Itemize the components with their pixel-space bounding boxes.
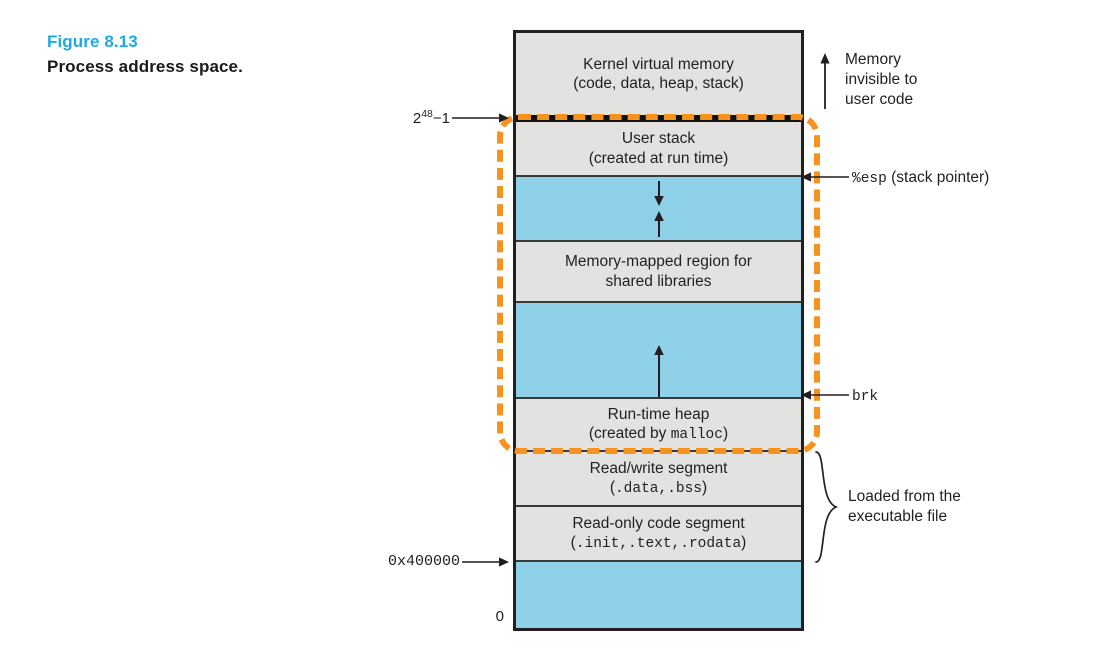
memory-block-ro-segment-line2: (.init,.text,.rodata) <box>571 533 747 553</box>
kernel-invisible-note-line3: user code <box>845 91 914 109</box>
memory-block-heap-line1: Run-time heap <box>607 405 710 423</box>
memory-block-kernel: Kernel virtual memory (code, data, heap,… <box>516 33 801 115</box>
loaded-from-executable-line2: executable file <box>848 508 948 526</box>
address-label-load: 0x400000 <box>300 552 510 570</box>
address-label-load-text: 0x400000 <box>387 553 460 570</box>
memory-block-user-stack-line2: (created at run time) <box>588 149 729 167</box>
memory-block-heap-gap <box>516 303 801 399</box>
memory-block-ro-line2-pre: ( <box>570 534 576 552</box>
esp-pointer-arrow <box>801 172 849 182</box>
memory-block-kernel-line2: (code, data, heap, stack) <box>573 75 744 92</box>
memory-block-mmap: Memory-mapped region for shared librarie… <box>516 242 801 303</box>
memory-block-user-stack: User stack (created at run time) <box>516 122 801 177</box>
memory-block-rw-segment-line1: Read/write segment <box>589 459 728 477</box>
memory-block-heap-line2-pre: (created by <box>588 425 671 443</box>
esp-pointer-description: (stack pointer) <box>891 169 990 186</box>
address-label-load-arrow <box>462 557 509 567</box>
process-address-space-diagram: Kernel virtual memory (code, data, heap,… <box>513 30 804 631</box>
esp-pointer-label: %esp (stack pointer) <box>852 168 989 189</box>
memory-block-ro-segment-line1: Read-only code segment <box>572 514 745 532</box>
memory-block-low-memory <box>516 562 801 628</box>
figure-number: Figure 8.13 <box>47 32 138 51</box>
memory-block-user-stack-line1: User stack <box>621 130 696 148</box>
address-label-top: 248−1 <box>335 108 510 127</box>
brk-pointer-arrow <box>801 390 849 400</box>
memory-block-ro-line2-mono: .init,.text,.rodata <box>575 536 742 553</box>
heap-grows-up-arrow <box>653 345 664 397</box>
figure-caption: Figure 8.13 Process address space. <box>47 30 407 79</box>
kernel-note-up-arrow <box>820 53 830 109</box>
kernel-invisible-note-line2: invisible to <box>845 71 918 89</box>
memory-block-mmap-line1: Memory-mapped region for <box>565 253 752 271</box>
memory-block-heap-line2: (created by malloc) <box>589 424 728 444</box>
brk-pointer-label: brk <box>852 386 878 407</box>
memory-block-rw-segment-line2: (.data,.bss) <box>610 478 707 498</box>
figure-title: Process address space. <box>47 56 243 76</box>
address-label-zero-text: 0 <box>495 608 504 625</box>
kernel-invisible-note: Memory invisible to user code <box>845 50 917 110</box>
address-label-top-arrow <box>452 113 509 123</box>
stack-grows-down-arrow <box>653 181 664 206</box>
brk-pointer-name: brk <box>852 389 879 405</box>
memory-block-rw-line2-pre: ( <box>609 479 615 497</box>
kernel-invisible-note-line1: Memory <box>845 51 901 68</box>
esp-pointer-register: %esp <box>852 171 887 187</box>
address-label-zero: 0 <box>460 608 504 625</box>
memory-block-kernel-line1: Kernel virtual memory <box>583 55 734 73</box>
loaded-from-executable-label: Loaded from the executable file <box>848 487 961 527</box>
memory-block-ro-segment: Read-only code segment (.init,.text,.rod… <box>516 507 801 562</box>
loaded-from-executable-line1: Loaded from the <box>848 488 961 505</box>
memory-block-rw-line2-post: ) <box>702 479 708 497</box>
memory-block-heap-line2-mono: malloc <box>670 427 723 444</box>
kernel-boundary-bar <box>516 115 801 122</box>
stack-gap-grows-up-arrow <box>653 211 664 237</box>
memory-block-heap-line2-post: ) <box>722 425 729 443</box>
memory-block-heap: Run-time heap (created by malloc) <box>516 399 801 452</box>
loaded-from-executable-brace <box>815 451 839 563</box>
address-label-top-text: 248−1 <box>412 108 450 127</box>
memory-block-ro-line2-post: ) <box>741 534 747 552</box>
memory-block-stack-gap <box>516 177 801 242</box>
memory-block-rw-segment: Read/write segment (.data,.bss) <box>516 452 801 507</box>
memory-block-mmap-line2: shared libraries <box>605 272 712 290</box>
memory-block-rw-line2-mono: .data,.bss <box>614 481 702 498</box>
